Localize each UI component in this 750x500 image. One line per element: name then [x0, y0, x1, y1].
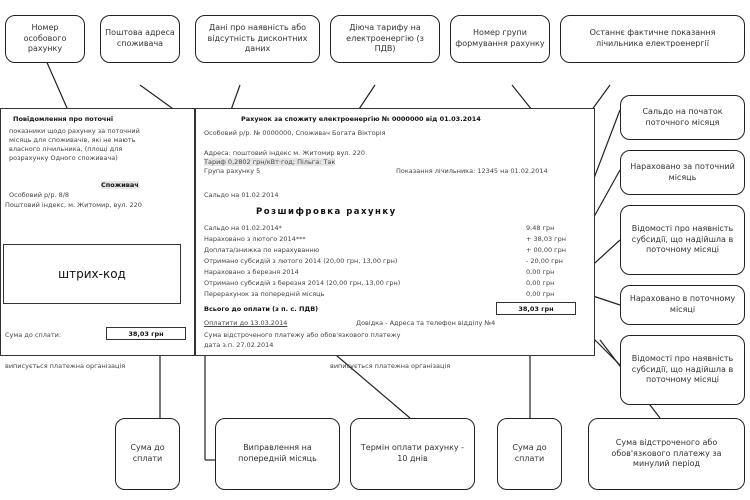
callout-sum-due-right: Сума до сплати	[497, 418, 562, 490]
bill-row-value: 0,00 грн	[526, 268, 555, 276]
bill-meter: Показання лічильника: 12345 на 01.02.201…	[396, 167, 548, 175]
notice-account: Особовий р/р. 8/8	[9, 191, 70, 199]
notice-consumer: Споживач	[101, 181, 139, 189]
callout-correction: Виправлення на попередній місяць	[215, 418, 340, 490]
bill-total-label: Всього до оплати (з п. с. ПДВ)	[204, 305, 319, 313]
notice-title: Повідомлення про поточні	[13, 115, 114, 123]
bill-balance: Сальдо на 01.02.2014	[204, 191, 279, 199]
bill-address: Адреса: поштовий індекс м. Житомир вул. …	[204, 149, 365, 157]
notice-line: показники щодо рахунку за поточний	[9, 127, 140, 135]
callout-charged-month: Нараховано в поточному місяці	[620, 285, 745, 325]
bill-row-label: Сальдо на 01.02.2014*	[204, 224, 282, 232]
callout-subsidy-2: Відомості про наявність субсидії, що над…	[620, 335, 745, 405]
notice-line: місяць для споживачів, які не мають	[9, 136, 136, 144]
bill-row-label: Перерахунок за попередній місяць	[204, 290, 325, 298]
bill-row-label: Нараховано з березня 2014	[204, 268, 299, 276]
notice-sum-value: 38,03 грн	[106, 327, 186, 340]
bill-row-value: - 20,00 грн	[526, 257, 563, 265]
bill-header: Рахунок за спожиту електроенергію № 0000…	[241, 115, 481, 123]
bill-row-value: + 00,00 грн	[526, 246, 566, 254]
bill-footnote: Сума відстроченого платежу або обов'язко…	[204, 331, 401, 339]
bill-row-label: Нараховано з лютого 2014***	[204, 235, 306, 243]
bill-title: Розшифровка рахунку	[256, 207, 397, 217]
callout-payment-term: Термін оплати рахунку - 10 днів	[350, 418, 475, 490]
callout-group-number: Номер групи формування рахунку	[450, 15, 550, 63]
callout-charged-current: Нараховано за поточний місяць	[620, 150, 745, 195]
notice-line: розрахунку Одного споживача)	[9, 154, 118, 162]
bill-row-value: 0,00 грн	[526, 290, 555, 298]
notice-footer: виписується платежна організація	[5, 362, 126, 370]
notice-sum-label: Сума до сплати:	[5, 331, 62, 339]
bill-line: Особовий р/р. № 0000000, Споживач Богата…	[204, 129, 386, 137]
callout-discount-data: Дані про наявність або відсутність диско…	[195, 15, 320, 63]
bill-row-value: 0,00 грн	[526, 279, 555, 287]
bill-tariff: Тариф 0,2802 грн/кВт·год; Пільга: Так	[204, 158, 336, 166]
bill-group: Група рахунку 5	[204, 167, 261, 175]
bill-document: Рахунок за спожиту електроенергію № 0000…	[195, 108, 595, 356]
bill-footnote: дата з.п. 27.02.2014	[204, 341, 274, 349]
bill-row-label: Отримано субсидій з лютого 2014 (20,00 г…	[204, 257, 398, 265]
notice-address: Поштовий індекс, м. Житомир, вул. 220	[5, 201, 142, 209]
callout-sum-due-left: Сума до сплати	[115, 418, 180, 490]
callout-subsidy-1: Відомості про наявність субсидії, що над…	[620, 205, 745, 275]
callout-postal-address: Поштова адреса споживача	[100, 15, 180, 63]
bill-row-label: Доплата/знижка по нарахуванню	[204, 246, 320, 254]
callout-meter-reading: Останнє фактичне показання лічильника ел…	[560, 15, 745, 63]
notice-line: власного лічильника, (площі для	[9, 145, 123, 153]
callout-account-number: Номер особового рахунку	[5, 15, 85, 63]
bill-footer: виписується платежна організація	[330, 362, 451, 370]
payment-notice: Повідомлення про поточні показники щодо …	[0, 108, 195, 356]
bill-total-value: 38,03 грн	[496, 302, 576, 315]
barcode: штрих-код	[3, 244, 181, 304]
bill-row-value: + 38,03 грн	[526, 235, 566, 243]
bill-due-note: Довідка - Адреса та телефон відділу №4	[356, 319, 496, 327]
callout-balance-start: Сальдо на початок поточного місяця	[620, 95, 745, 140]
bill-row-label: Отримано субсидій з березня 2014 (20,00 …	[204, 279, 401, 287]
callout-tariff: Діюча тарифу на електроенергію (з ПДВ)	[330, 15, 440, 63]
callout-deferred-payment: Сума відстроченого або обов'язкового пла…	[588, 418, 745, 490]
bill-row-value: 9,48 грн	[526, 224, 555, 232]
bill-due-date: Оплатити до 13.03.2014	[204, 319, 288, 327]
